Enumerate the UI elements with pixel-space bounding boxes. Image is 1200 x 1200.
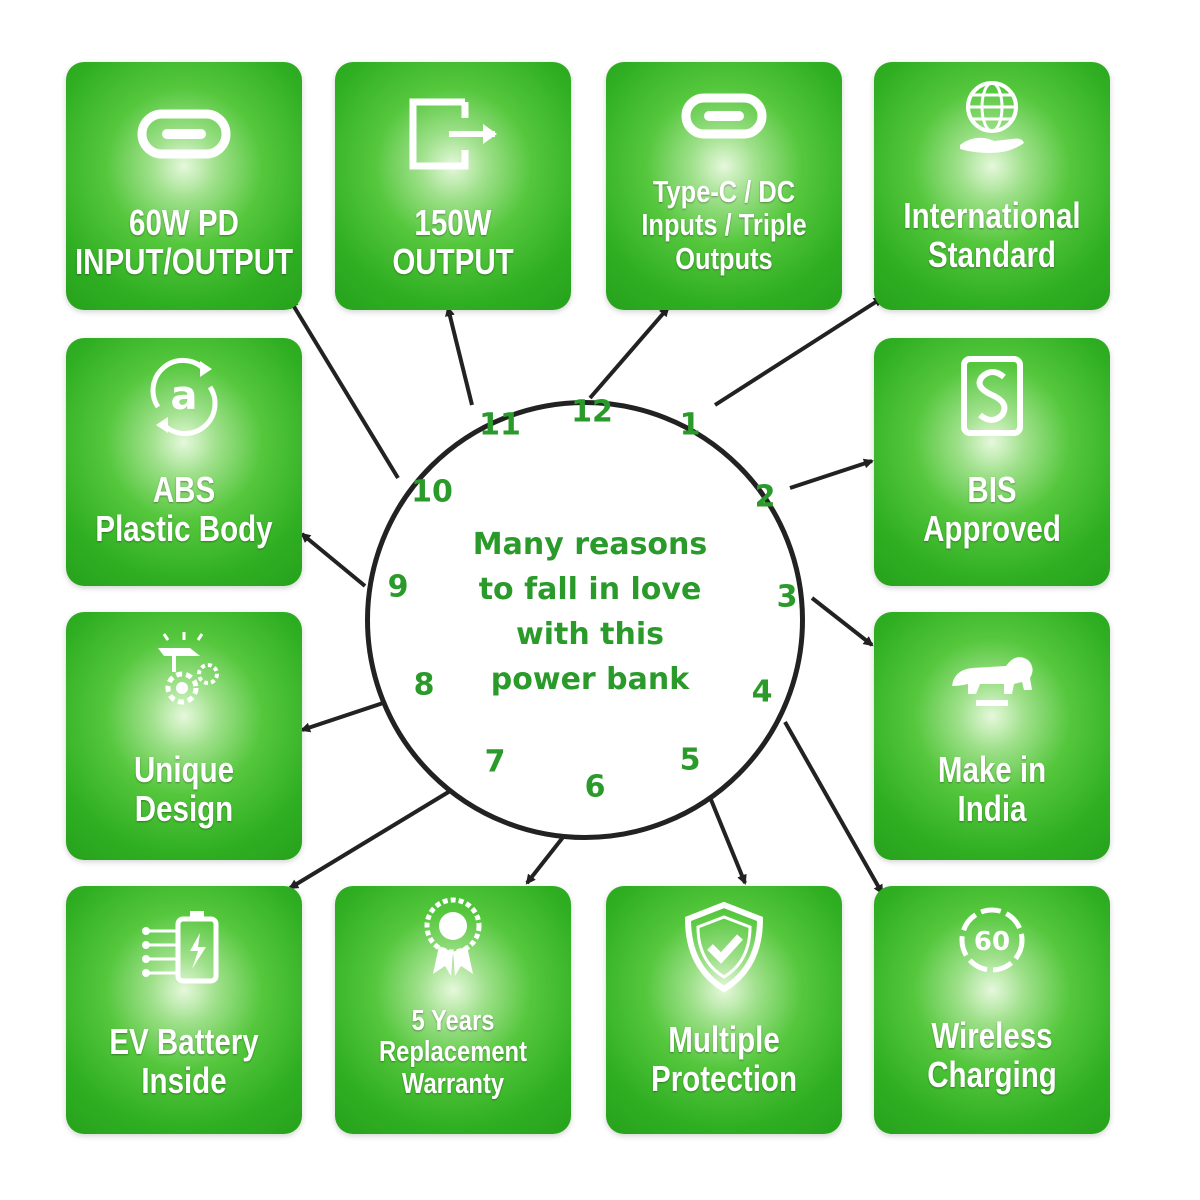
hub-line: to fall in love <box>478 572 702 607</box>
feature-label: Make in India <box>937 749 1047 829</box>
clock-number-2: 2 <box>754 479 776 515</box>
arrow-150w <box>445 306 474 406</box>
arrow-make-in-india <box>810 596 874 647</box>
hub-title: Many reasons to fall in love with this p… <box>450 522 730 702</box>
globe-hand-icon <box>874 74 1110 164</box>
feature-tile-bis: BIS Approved <box>874 338 1110 586</box>
hub-line: Many reasons <box>472 527 708 562</box>
feature-tile-unique-design: Unique Design <box>66 612 302 860</box>
hub-line: with this <box>516 617 664 652</box>
hub-line: power bank <box>490 662 690 697</box>
arrow-abs <box>300 532 367 588</box>
clock-number-12: 12 <box>571 394 613 430</box>
clock-number-7: 7 <box>484 744 506 780</box>
feature-tile-150w: 150W OUTPUT <box>335 62 571 310</box>
feature-tile-make-in-india: Make in India <box>874 612 1110 860</box>
feature-tile-wireless: 60 Wireless Charging <box>874 886 1110 1134</box>
arrow-ev-battery <box>288 780 467 890</box>
feature-label: Unique Design <box>133 749 235 829</box>
output-arrow-icon <box>335 84 571 184</box>
clock-number-3: 3 <box>776 579 798 615</box>
arrow-unique-design <box>300 698 393 733</box>
center-clock <box>365 400 805 840</box>
clock-number-1: 1 <box>679 407 701 443</box>
svg-text:a: a <box>171 373 198 419</box>
abs-recycle-icon: a <box>66 352 302 442</box>
feature-label: EV Battery Inside <box>109 1021 259 1101</box>
feature-label: BIS Approved <box>923 469 1061 549</box>
svg-text:60: 60 <box>974 927 1010 957</box>
feature-tile-warranty: 5 Years Replacement Warranty <box>335 886 571 1134</box>
feature-label: 60W PD INPUT/OUTPUT <box>74 202 294 282</box>
gears-design-icon <box>66 626 302 726</box>
bis-mark-icon <box>874 352 1110 442</box>
shield-check-icon <box>606 901 842 993</box>
feature-label: 150W OUTPUT <box>392 202 514 282</box>
lion-icon <box>874 626 1110 726</box>
feature-label: Multiple Protection <box>651 1019 797 1099</box>
wireless-60-icon: 60 <box>874 898 1110 982</box>
feature-tile-type-c-dc: Type-C / DC Inputs / Triple Outputs <box>606 62 842 310</box>
feature-label: ABS Plastic Body <box>95 469 273 549</box>
feature-label: Type-C / DC Inputs / Triple Outputs <box>641 173 807 276</box>
clock-number-9: 9 <box>387 569 409 605</box>
arrow-international <box>713 296 884 407</box>
usb-c-port-icon <box>606 76 842 156</box>
battery-circuit-icon <box>66 902 302 992</box>
feature-tile-international: International Standard <box>874 62 1110 310</box>
feature-tile-protection: Multiple Protection <box>606 886 842 1134</box>
clock-number-6: 6 <box>584 769 606 805</box>
feature-label: International Standard <box>903 195 1081 275</box>
clock-number-8: 8 <box>413 667 435 703</box>
clock-number-10: 10 <box>411 474 453 510</box>
clock-number-11: 11 <box>479 407 521 443</box>
feature-tile-abs: a ABS Plastic Body <box>66 338 302 586</box>
arrow-wireless <box>783 721 884 895</box>
usb-c-port-icon <box>66 84 302 184</box>
feature-label: 5 Years Replacement Warranty <box>378 1005 528 1100</box>
arrow-bis <box>789 458 874 490</box>
feature-label: Wireless Charging <box>927 1015 1057 1095</box>
arrow-type-c-dc <box>588 306 670 400</box>
clock-number-5: 5 <box>679 742 701 778</box>
arrow-60w-pd <box>288 298 400 480</box>
award-badge-icon <box>335 894 571 978</box>
clock-number-4: 4 <box>751 674 773 710</box>
feature-tile-ev-battery: EV Battery Inside <box>66 886 302 1134</box>
feature-tile-60w-pd: 60W PD INPUT/OUTPUT <box>66 62 302 310</box>
